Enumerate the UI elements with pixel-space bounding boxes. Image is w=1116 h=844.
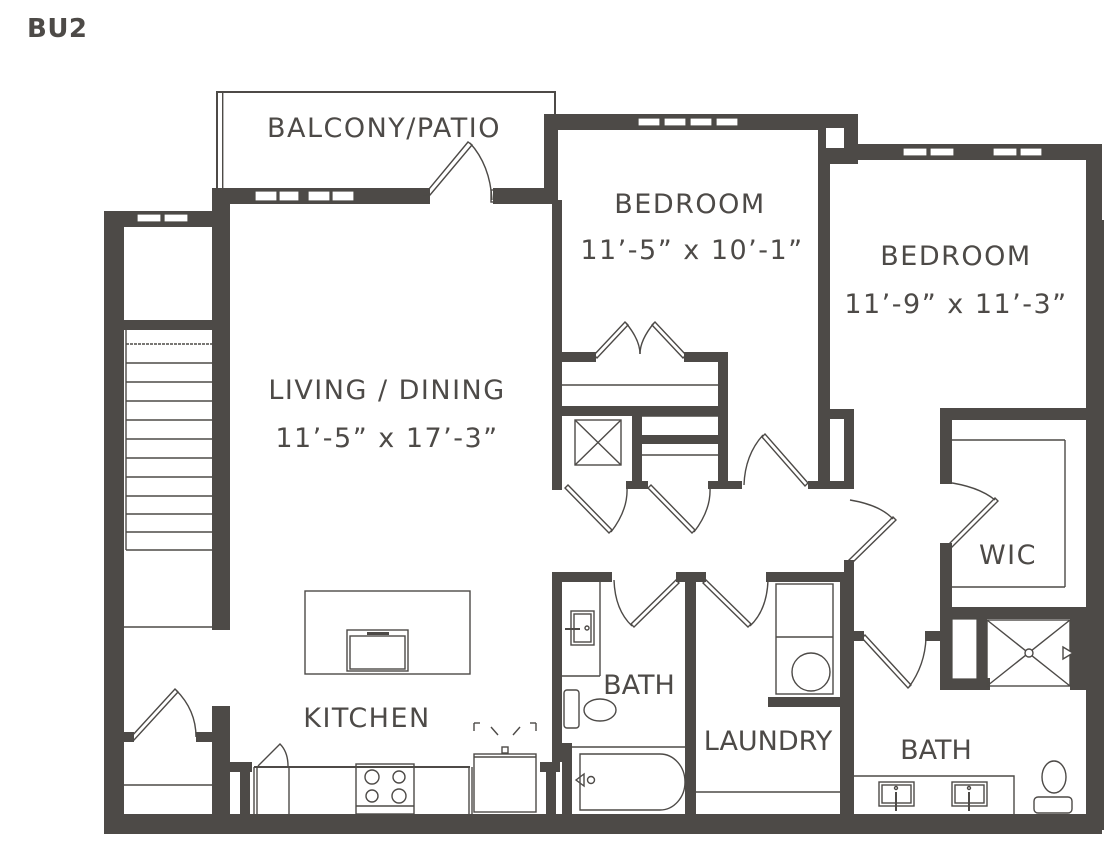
room-label-wic: WIC: [979, 540, 1037, 571]
master-bath-walls: [854, 612, 1086, 690]
bedroom1-closet-walls: [552, 200, 854, 490]
bedroom2-door[interactable]: [844, 499, 897, 580]
room-dimensions-bedroom1: 11’-5” x 10’-1”: [580, 235, 803, 266]
bedroom1-closet-doors[interactable]: [593, 320, 687, 360]
kitchen-island: [304, 590, 471, 675]
room-label-kitchen: KITCHEN: [303, 703, 431, 734]
wic-door[interactable]: [944, 481, 999, 548]
room-label-bath1: BATH: [603, 670, 675, 701]
bedroom1-door[interactable]: [743, 432, 809, 488]
exterior-walls: [104, 114, 1104, 834]
room-label-laundry: LAUNDRY: [704, 726, 833, 757]
bath1-sink-icon: [565, 610, 595, 646]
room-label-balcony: BALCONY/PATIO: [267, 113, 501, 144]
hvac-unit-icon: [574, 419, 622, 466]
master-toilet-icon: [1033, 760, 1073, 814]
balcony-door[interactable]: [422, 141, 495, 203]
bath1-toilet-icon: [563, 689, 617, 729]
master-bath-door[interactable]: [861, 633, 927, 690]
entry-closet-door[interactable]: [130, 687, 197, 742]
refrigerator-icon: [473, 722, 537, 813]
staircase: [124, 320, 216, 628]
washer-dryer-icon: [775, 583, 834, 695]
bathtub-icon: [574, 753, 686, 811]
range-stove-icon: [355, 763, 415, 815]
laundry-door[interactable]: [702, 579, 769, 628]
bath1-laundry-walls: [552, 572, 854, 814]
entry-closet: [124, 706, 230, 814]
floor-plan-title: BU2: [27, 14, 88, 44]
balcony-railing: [216, 91, 556, 191]
room-label-bedroom1: BEDROOM: [614, 189, 765, 220]
room-dimensions-bedroom2: 11’-9” x 11’-3”: [844, 289, 1067, 320]
room-label-bath2: BATH: [900, 735, 972, 766]
double-vanity-icon: [854, 775, 1015, 814]
hall-closet-doors[interactable]: [564, 484, 711, 534]
windows: [136, 117, 1043, 223]
bath1-door[interactable]: [613, 579, 680, 628]
room-dimensions-living-dining: 11’-5” x 17’-3”: [275, 423, 498, 454]
room-label-living-dining: LIVING / DINING: [268, 375, 505, 406]
room-label-bedroom2: BEDROOM: [880, 241, 1031, 272]
shower-icon: [986, 619, 1075, 687]
